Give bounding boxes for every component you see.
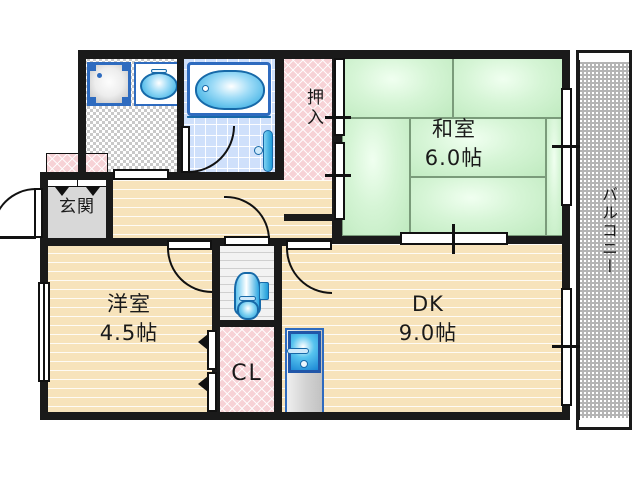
exterior-wall-right: [562, 50, 570, 420]
balcony-floor: [578, 62, 630, 418]
wall-genkan-right: [106, 180, 113, 240]
wash-basin-icon: [134, 62, 181, 106]
tatami-mat: [342, 118, 410, 236]
yoshitsu-window-mullion: [43, 282, 45, 382]
dk-label: DK: [412, 292, 444, 316]
wall-wc-kitchen: [274, 244, 282, 416]
toilet-lever-icon: [259, 282, 269, 300]
cl-folding-door[interactable]: [207, 372, 217, 412]
cl-label: CL: [231, 361, 263, 386]
wall-oshiire-bottom: [284, 214, 334, 221]
oshiire-fusuma[interactable]: [334, 58, 345, 136]
dk-area-label: 9.0帖: [398, 321, 458, 345]
oshiire-fusuma-pull: [325, 174, 351, 177]
wall-bathroom-oshiire: [275, 58, 284, 178]
washitsu-area-label: 6.0帖: [424, 146, 484, 170]
washroom-sliding-door[interactable]: [113, 169, 169, 180]
tatami-mat: [410, 177, 546, 236]
entrance-door-swing-arc: [0, 188, 36, 238]
hallway-floor: [106, 180, 332, 240]
balcony-label: バルコニー: [599, 186, 618, 276]
yoshitsu-area-label: 4.5帖: [99, 321, 159, 345]
oshiire-fusuma-pull: [325, 116, 351, 119]
oshiire-fusuma[interactable]: [334, 142, 345, 220]
bathtub-icon: [187, 62, 271, 116]
washitsu-window-mullion: [552, 145, 580, 148]
balcony-inner-edge: [576, 60, 580, 420]
exterior-wall-genkan-top: [40, 172, 86, 180]
yoshitsu-label: 洋室: [107, 292, 151, 316]
washing-machine-icon: [87, 62, 131, 106]
washitsu-label: 和室: [432, 117, 476, 141]
shower-icon: [263, 130, 273, 172]
exterior-wall-bottom: [40, 412, 570, 420]
dk-window-mullion: [552, 345, 580, 348]
kitchen-sink-icon: [287, 331, 321, 373]
cl-door-hinge-icon: [198, 334, 208, 350]
dk-floor: [325, 244, 564, 416]
cl-floor: [219, 326, 275, 416]
wall-washroom-bathroom: [177, 58, 184, 178]
shoe-cabinet-handle-icon: [55, 187, 69, 196]
bathtub-apron: [187, 116, 271, 130]
shower-head-icon: [254, 146, 263, 155]
tatami-mat: [342, 58, 453, 118]
cl-door-hinge-icon: [198, 376, 208, 392]
entrance-door-threshold: [0, 236, 36, 239]
shoe-cabinet-handle-icon: [86, 187, 100, 196]
shoe-cabinet-divider: [77, 175, 78, 187]
wall-washroom-hall: [84, 172, 284, 180]
washitsu-dk-door-mullion: [452, 224, 455, 254]
cl-folding-door[interactable]: [207, 330, 217, 370]
exterior-wall-genkan-left: [40, 172, 48, 248]
oshiire-label: 押入: [303, 88, 323, 128]
tatami-mat: [410, 118, 546, 177]
exterior-wall-upper-left: [78, 50, 86, 180]
exterior-wall-top: [78, 50, 570, 59]
toilet-bowl-icon: [237, 300, 259, 320]
wall-wc-cl: [219, 320, 275, 327]
tatami-mat: [453, 58, 564, 118]
toilet-seat-icon: [239, 296, 256, 301]
genkan-label: 玄関: [59, 197, 95, 217]
